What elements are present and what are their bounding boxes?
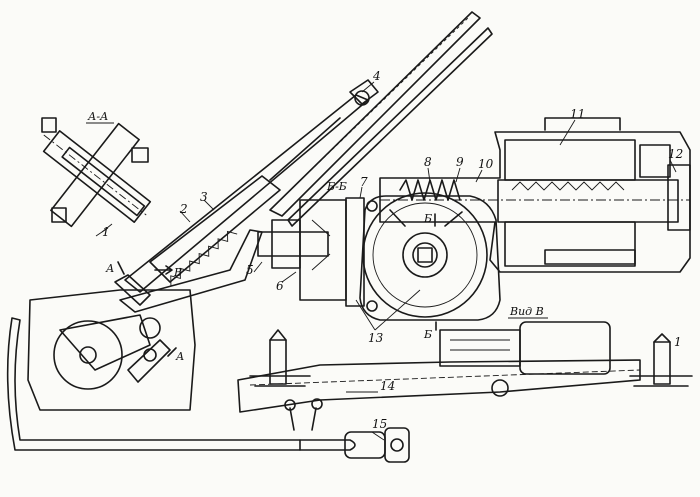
- view-v-label: Вид В: [509, 305, 544, 318]
- callout-13: 13: [368, 331, 384, 345]
- drive-linkage-bracket: [6, 289, 410, 463]
- callout-2: 2: [179, 202, 188, 216]
- callout-leaders: [95, 81, 677, 441]
- section-b-b-label: Б-Б: [326, 180, 347, 193]
- callout-15: 15: [372, 417, 387, 431]
- callout-3: 3: [200, 190, 208, 204]
- callout-1-right: 1: [674, 335, 682, 349]
- marker-b-upper: Б: [423, 212, 432, 225]
- marker-a-lower: А: [175, 350, 184, 363]
- callout-6: 6: [276, 279, 284, 293]
- section-markers: [117, 213, 437, 357]
- callout-5: 5: [246, 263, 254, 277]
- view-v-linkage: [237, 321, 693, 413]
- callout-7: 7: [360, 175, 368, 189]
- section-b-b-gearbox: [257, 192, 501, 321]
- callout-4: 4: [372, 69, 381, 83]
- callout-10: 10: [478, 157, 494, 171]
- callout-12: 12: [668, 147, 683, 161]
- wiper-arm-assembly: [114, 11, 493, 313]
- callout-9: 9: [456, 155, 464, 169]
- marker-v-arrow: В: [173, 266, 182, 279]
- electric-motor: [379, 117, 691, 273]
- marker-a-upper: А: [105, 262, 114, 275]
- section-a-a-view: [41, 117, 152, 233]
- marker-b-lower: Б: [423, 328, 432, 341]
- callout-11: 11: [570, 107, 585, 121]
- callout-8: 8: [424, 155, 432, 169]
- callout-14: 14: [380, 379, 395, 393]
- section-a-a-label: А-А: [87, 110, 108, 123]
- callout-1-left: 1: [102, 225, 110, 239]
